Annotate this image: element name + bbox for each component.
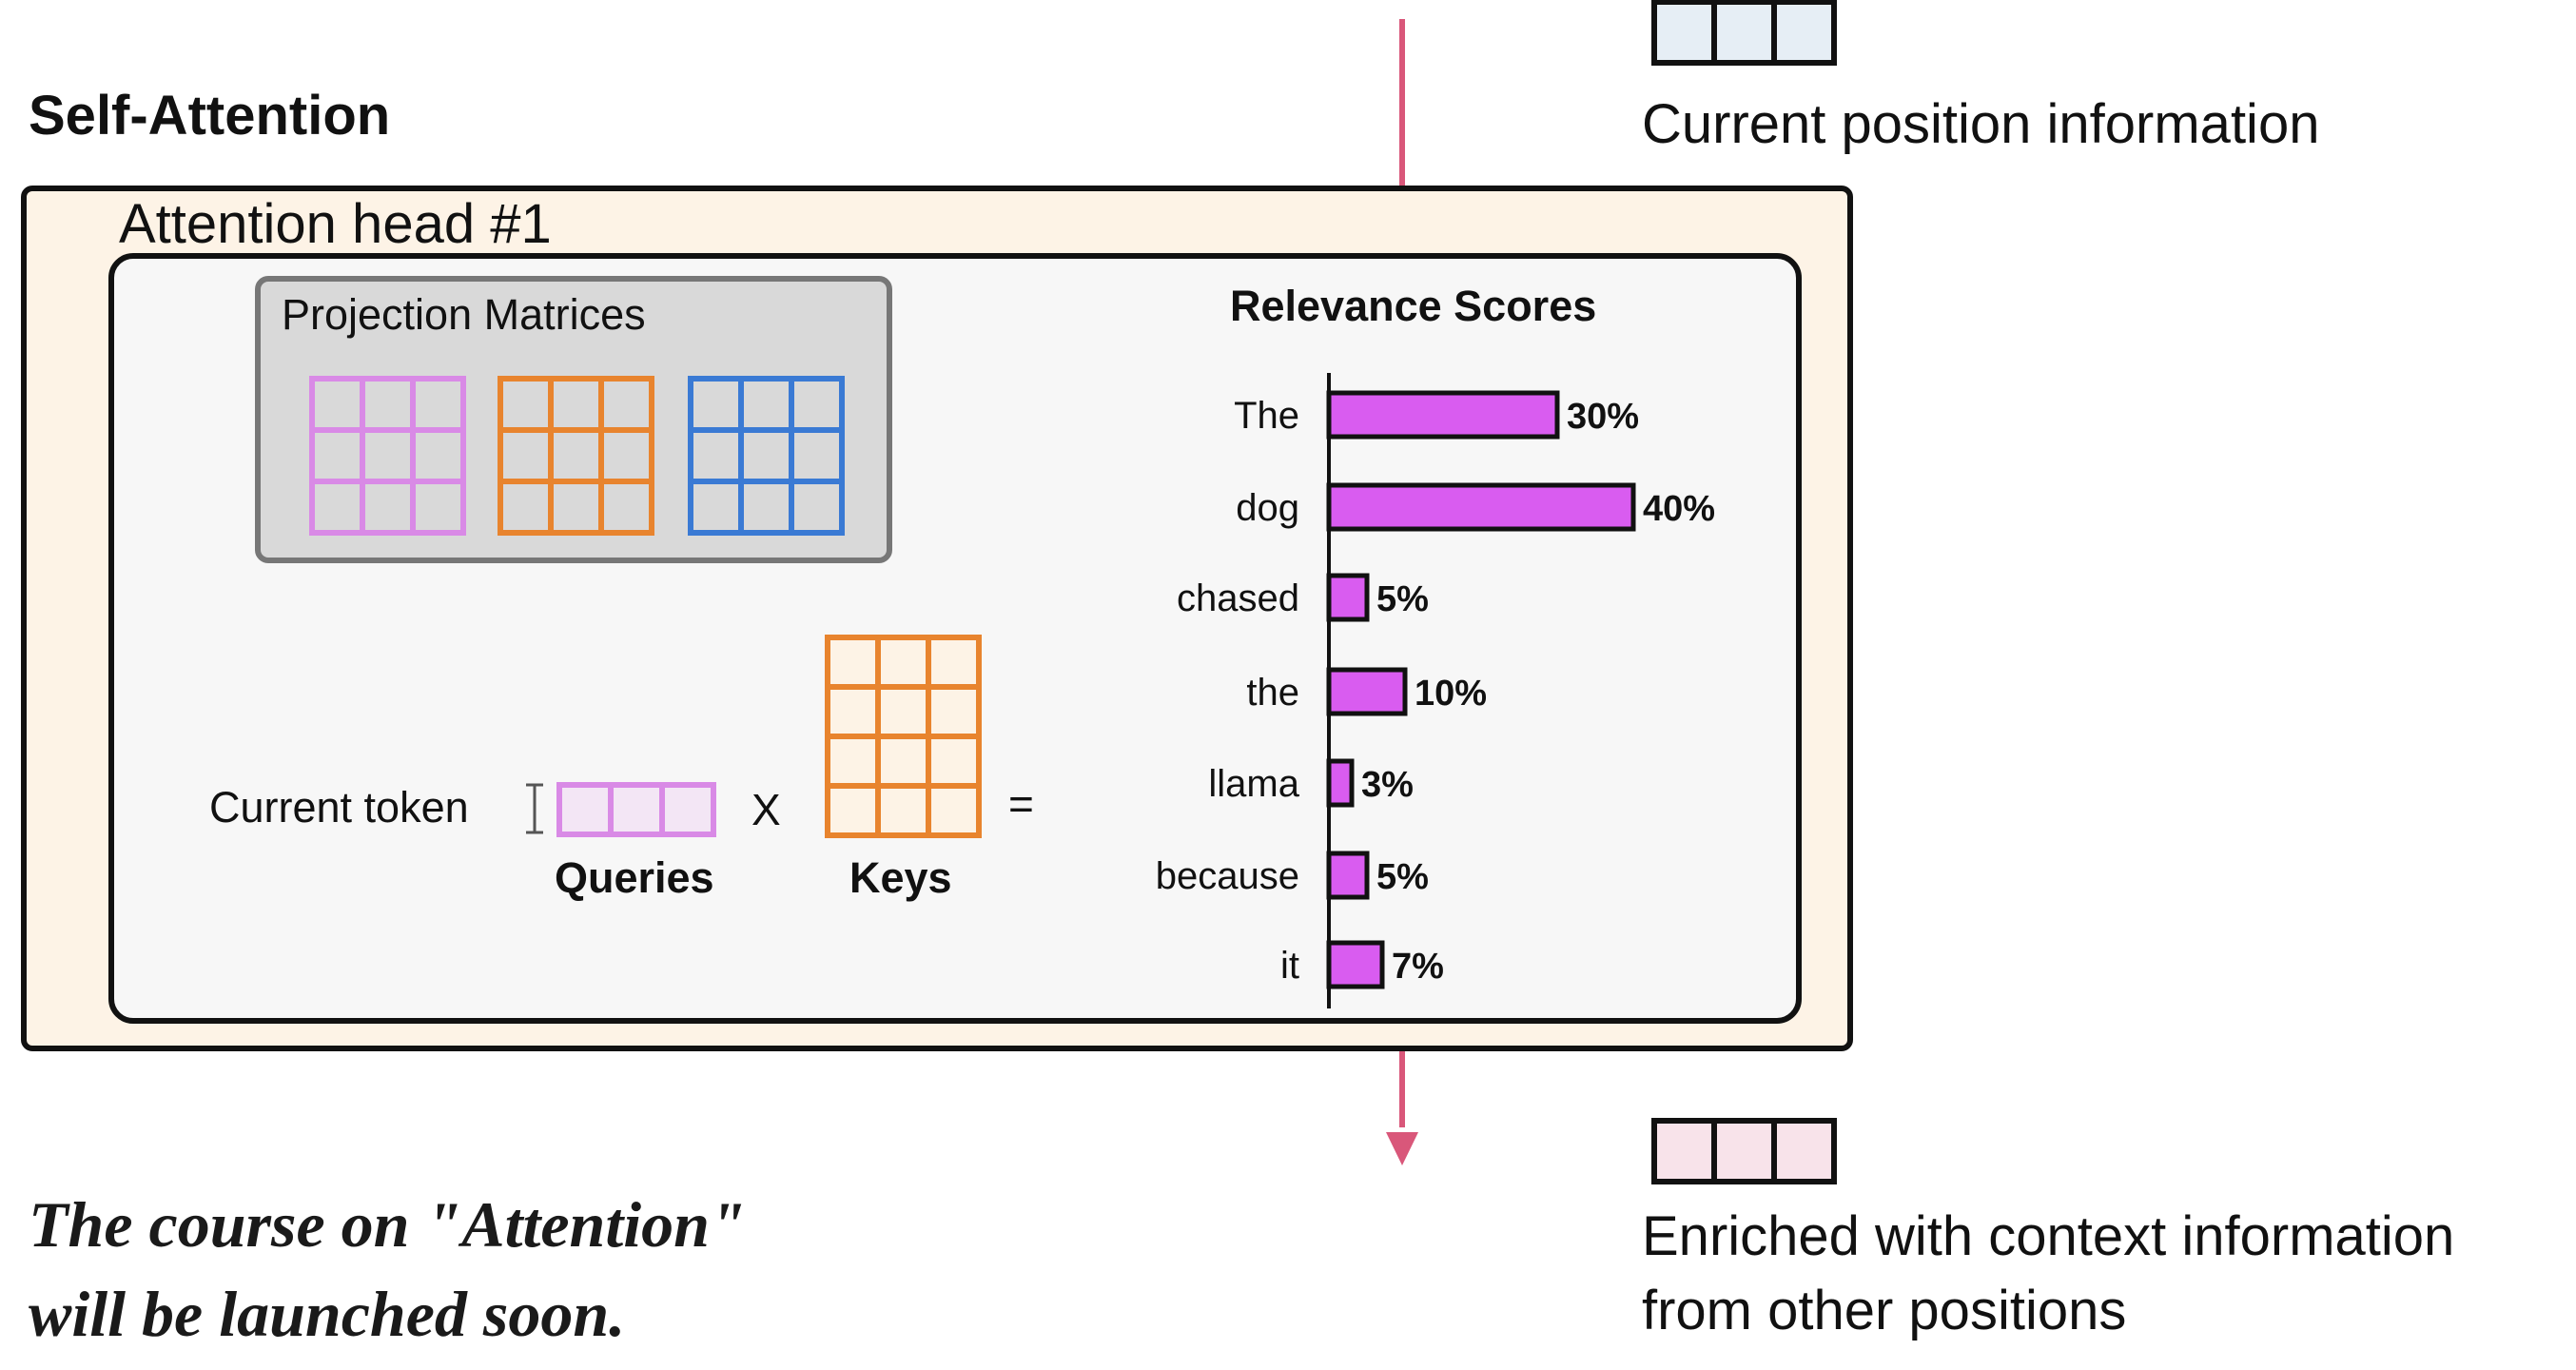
enriched-vector <box>1651 1118 1837 1184</box>
queries-label: Queries <box>555 853 714 902</box>
enriched-label-line1: Enriched with context information <box>1642 1205 2455 1267</box>
value-label-5: 5% <box>1376 857 1429 897</box>
bar-6 <box>1326 940 1385 989</box>
query-projection-matrix <box>309 376 466 536</box>
bar-4 <box>1326 758 1355 808</box>
queries-vector <box>556 782 716 837</box>
enriched-label-line2: from other positions <box>1642 1280 2127 1341</box>
value-label-0: 30% <box>1567 397 1639 437</box>
text-cursor-icon <box>526 783 543 834</box>
course-announcement-line1: The course on "Attention" <box>29 1188 746 1261</box>
equals-sign: = <box>1008 779 1034 829</box>
course-announcement: The course on "Attention" will be launch… <box>29 1180 746 1359</box>
value-label-3: 10% <box>1415 674 1487 714</box>
current-position-label: Current position information <box>1642 93 2320 155</box>
category-label-3: the <box>1246 672 1299 714</box>
times-sign: X <box>751 785 781 834</box>
category-label-4: llama <box>1208 763 1299 805</box>
bar-1 <box>1326 482 1636 532</box>
chart-title: Relevance Scores <box>1230 282 1597 330</box>
projection-matrices-title: Projection Matrices <box>282 290 646 339</box>
keys-label: Keys <box>849 853 952 902</box>
value-label-1: 40% <box>1643 489 1715 529</box>
value-label-2: 5% <box>1376 579 1429 619</box>
course-announcement-line2: will be launched soon. <box>29 1278 626 1350</box>
category-label-0: The <box>1234 395 1299 437</box>
category-label-5: because <box>1156 855 1299 897</box>
bar-0 <box>1326 390 1560 440</box>
bar-5 <box>1326 851 1370 900</box>
category-label-2: chased <box>1177 577 1299 619</box>
key-projection-matrix <box>498 376 654 536</box>
section-title: Self-Attention <box>29 85 391 147</box>
bar-3 <box>1326 667 1408 716</box>
value-projection-matrix <box>688 376 845 536</box>
current-position-vector <box>1651 0 1837 66</box>
keys-matrix <box>825 635 982 838</box>
bar-2 <box>1326 573 1370 622</box>
value-label-6: 7% <box>1392 947 1444 987</box>
category-label-1: dog <box>1236 487 1299 529</box>
current-token-label: Current token <box>209 783 469 832</box>
category-label-6: it <box>1280 945 1299 987</box>
value-label-4: 3% <box>1361 765 1414 805</box>
attention-head-title: Attention head #1 <box>119 193 552 255</box>
